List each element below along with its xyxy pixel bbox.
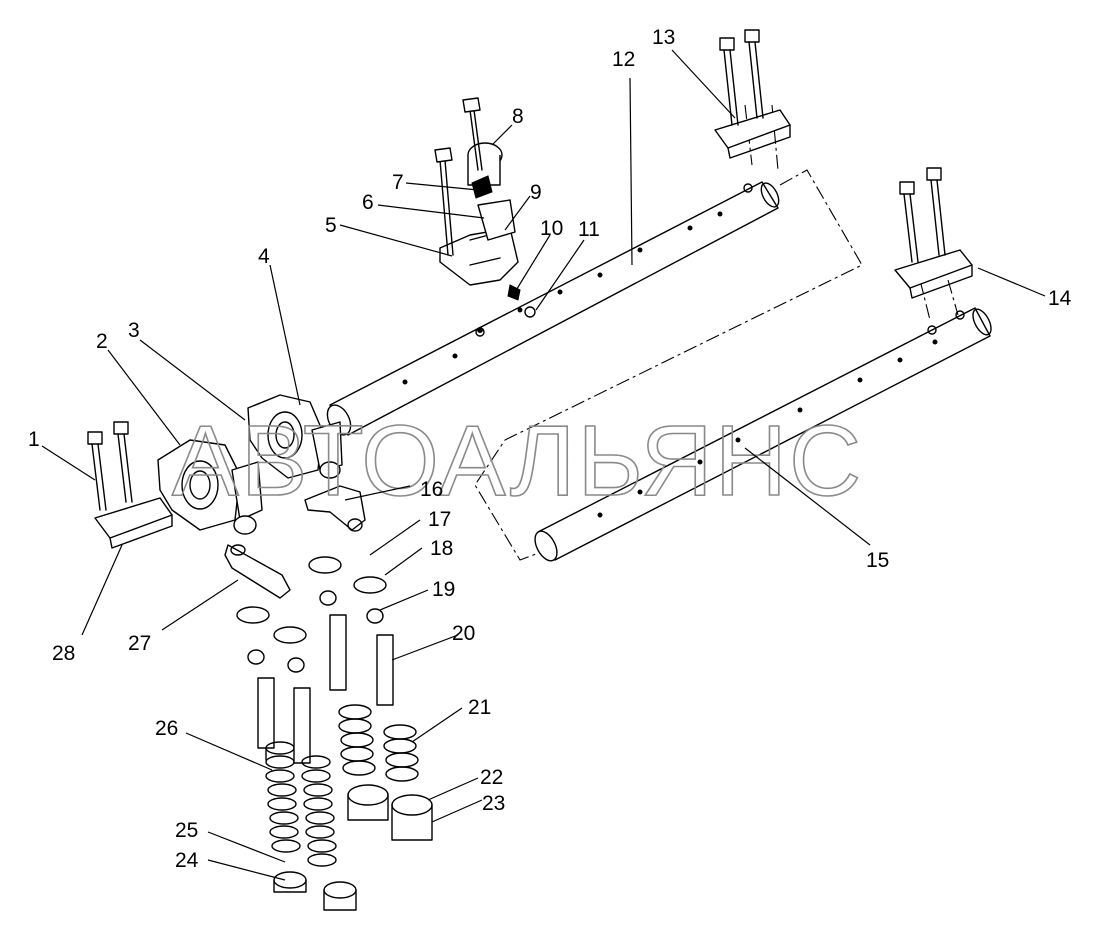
- callout-1: 1: [28, 428, 40, 451]
- valve-assembly-1: [236, 606, 307, 893]
- upper-rocker-shaft: [326, 181, 780, 436]
- callout-28: 28: [52, 642, 75, 665]
- rocker-arm-left: [157, 439, 263, 535]
- callout-24: 24: [175, 849, 199, 872]
- leader-lines: [41, 49, 1046, 881]
- callout-25: 25: [175, 819, 198, 842]
- callout-16: 16: [420, 478, 443, 501]
- valve-bridge: [224, 544, 291, 599]
- callout-21: 21: [468, 696, 491, 719]
- callout-6: 6: [362, 191, 374, 214]
- rocker-arm-center: [247, 394, 343, 479]
- right-clamp-assembly: [894, 167, 973, 299]
- callout-22: 22: [480, 766, 503, 789]
- valve-assembly-2: [273, 626, 357, 911]
- lower-rocker-shaft: [534, 307, 992, 562]
- callout-15: 15: [866, 549, 889, 572]
- callout-4: 4: [258, 245, 270, 268]
- callout-13: 13: [652, 26, 675, 49]
- callout-23: 23: [482, 792, 505, 815]
- valve-assembly-4: [353, 576, 433, 841]
- watermark: АВТОАЛЬЯНС: [172, 405, 863, 517]
- rocker-arm-small: [304, 485, 366, 532]
- callout-17: 17: [428, 508, 451, 531]
- callout-9: 9: [530, 181, 542, 204]
- left-clamp-assembly: [87, 421, 173, 549]
- callout-18: 18: [430, 537, 453, 560]
- callout-2: 2: [96, 330, 108, 353]
- callout-3: 3: [128, 319, 140, 342]
- callout-11: 11: [578, 218, 600, 241]
- valve-assembly-3: [308, 556, 389, 821]
- callout-20: 20: [452, 622, 475, 645]
- callout-12: 12: [612, 48, 635, 71]
- callout-27: 27: [128, 632, 151, 655]
- callout-10: 10: [540, 217, 563, 240]
- callout-labels: 1 2 3 4 5 6 7 8 9 10 11 12 13 14 15 16 1…: [28, 26, 1072, 872]
- center-bracket-assembly: [434, 97, 536, 318]
- callout-8: 8: [512, 105, 524, 128]
- callout-19: 19: [432, 578, 455, 601]
- callout-14: 14: [1048, 287, 1072, 310]
- callout-26: 26: [155, 717, 178, 740]
- top-clamp-assembly: [714, 29, 791, 159]
- callout-7: 7: [392, 171, 404, 194]
- callout-5: 5: [325, 214, 337, 237]
